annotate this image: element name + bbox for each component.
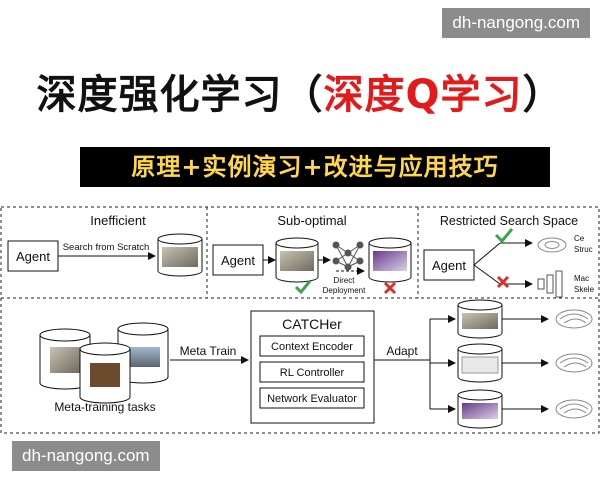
target-database-3 <box>457 389 503 429</box>
cell-structure-icon <box>537 237 567 253</box>
target-database-2 <box>457 343 503 383</box>
macro-skeleton-icon <box>537 270 563 298</box>
result-cell-icon-2 <box>555 353 593 373</box>
arrow-branch-down <box>473 264 501 285</box>
check-icon <box>294 280 312 295</box>
subtitle-bar <box>80 147 550 187</box>
title-suffix: ） <box>522 72 564 118</box>
module-network-evaluator: Network Evaluator <box>267 393 357 405</box>
task-database-1 <box>39 328 91 390</box>
arrow-branch-up <box>473 242 501 266</box>
title-prefix: 深度强化学习（ <box>36 72 324 118</box>
label-structure: Struc <box>574 245 593 254</box>
arrow-label-search-scratch: Search from Scratch <box>63 242 150 253</box>
catcher-title: CATCHer <box>282 316 342 332</box>
agent-box-3 <box>423 249 475 281</box>
label-cell: Ce <box>574 234 585 243</box>
architecture-diagram: Inefficient Agent Search from Scratch Su… <box>0 206 600 434</box>
module-context-encoder: Context Encoder <box>271 341 353 353</box>
diagram-frame <box>0 206 600 434</box>
task-database-3 <box>79 342 131 404</box>
cross-icon-2 <box>496 275 510 289</box>
adapt-label: Adapt <box>386 344 418 358</box>
panel-title-inefficient: Inefficient <box>90 213 146 228</box>
label-skeleton: Skele <box>574 285 595 294</box>
watermark-bottom: dh-nangong.com <box>12 441 160 471</box>
network-icon <box>332 241 364 271</box>
check-icon-2 <box>494 228 514 244</box>
panel-title-suboptimal: Sub-optimal <box>277 213 346 228</box>
agent-box-1 <box>7 240 59 272</box>
cross-icon <box>383 281 397 295</box>
result-cell-icon-3 <box>555 399 593 419</box>
page-subtitle: 原理+实例演习+改进与应用技巧 <box>131 153 499 181</box>
arrow-label-direct: Direct <box>334 276 356 285</box>
module-rl-controller: RL Controller <box>280 367 345 379</box>
agent-label-1: Agent <box>16 249 50 264</box>
module-box-context-encoder <box>259 335 365 357</box>
agent-label-2: Agent <box>221 253 255 268</box>
target-database-1 <box>457 299 503 339</box>
page-title: 深度强化学习（深度Q学习） <box>0 62 600 120</box>
module-box-network-evaluator <box>259 387 365 409</box>
module-box-rl-controller <box>259 361 365 383</box>
meta-train-label: Meta Train <box>180 344 237 358</box>
database-3 <box>368 237 412 283</box>
panel-title-restricted: Restricted Search Space <box>440 214 578 228</box>
meta-training-tasks-label: Meta-training tasks <box>54 400 155 414</box>
result-cell-icon-1 <box>555 309 593 329</box>
arrow-label-deployment: Deployment <box>323 286 366 295</box>
title-highlight: 深度Q学习 <box>323 72 523 118</box>
watermark-top: dh-nangong.com <box>442 8 590 38</box>
database-2 <box>275 237 319 283</box>
label-macro: Mac <box>574 274 589 283</box>
agent-label-3: Agent <box>432 258 466 273</box>
database-1 <box>157 233 203 277</box>
